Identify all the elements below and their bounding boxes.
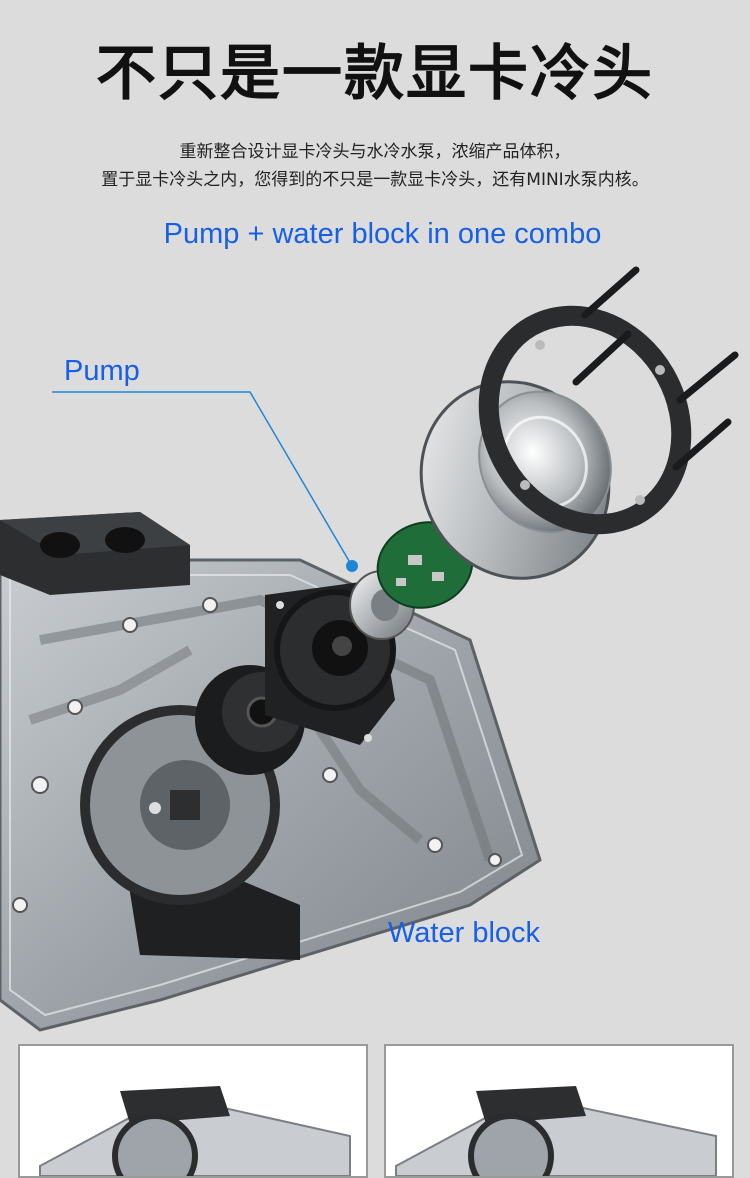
thumbnail-right: [384, 1044, 734, 1178]
pump-callout: [52, 391, 358, 572]
thumbnail-right-image: [395, 1086, 717, 1176]
page-title: 不只是一款显卡冷头: [96, 39, 654, 109]
retaining-ring: [478, 305, 692, 535]
description-line-1: 重新整合设计显卡冷头与水冷水泵，浓缩产品体积，: [179, 142, 571, 162]
combo-caption: Pump + water block in one combo: [163, 218, 602, 250]
description-line-2: 置于显卡冷头之内，您得到的不只是一款显卡冷头，还有MINI水泵内核。: [101, 170, 649, 190]
product-description: 重新整合设计显卡冷头与水冷水泵，浓缩产品体积， 置于显卡冷头之内，您得到的不只是…: [0, 138, 750, 194]
pump-label: Pump: [64, 355, 140, 387]
thumbnail-left: [18, 1044, 368, 1178]
water-block-label: Water block: [388, 917, 541, 949]
terminal-block: [0, 512, 190, 595]
thumbnail-left-image: [39, 1086, 351, 1176]
mounting-screws: [572, 266, 739, 471]
